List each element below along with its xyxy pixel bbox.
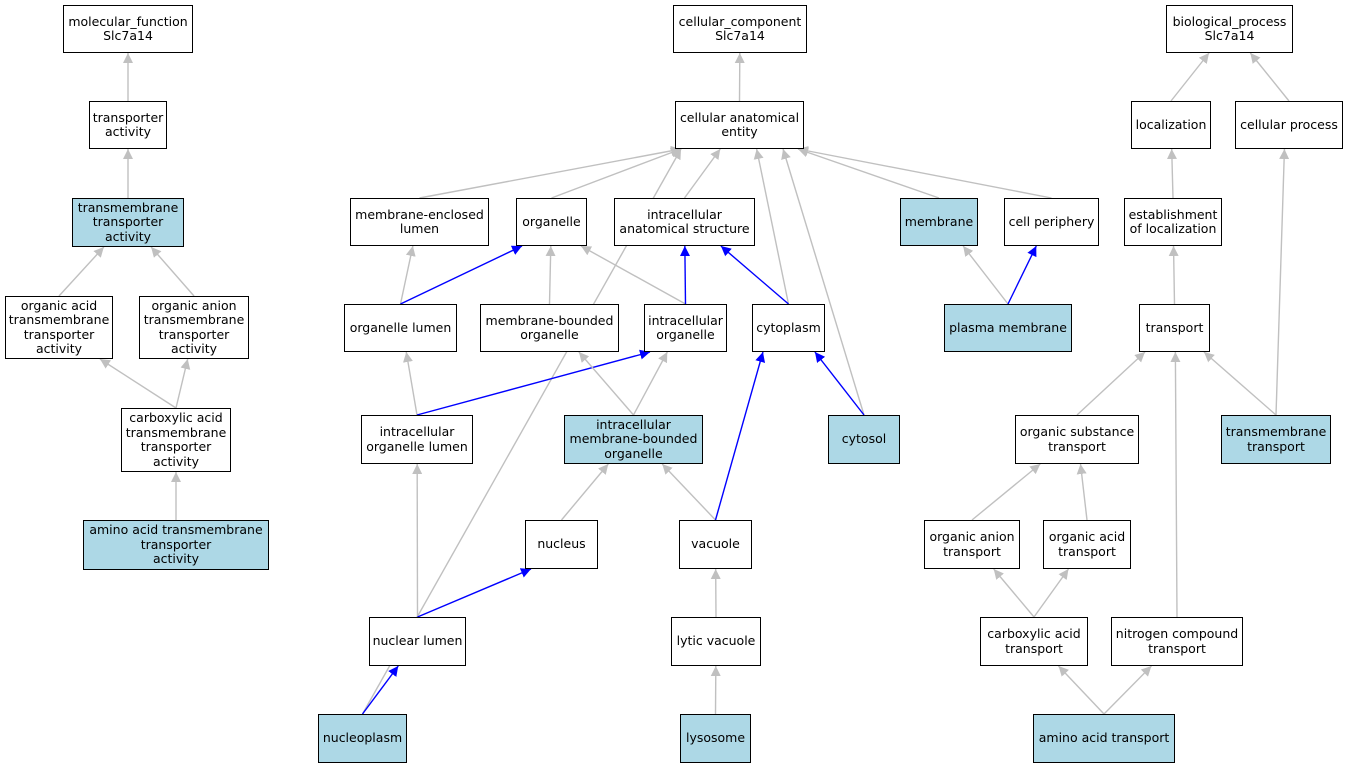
edge-organelle_lumen-to-membrane_enclosed_lumen (399, 245, 416, 305)
edge-organic_acid_transport-to-organic_substance_transport (1076, 463, 1088, 521)
node-localization[interactable]: localization (1131, 101, 1211, 149)
edge-intracellular_mb_organelle-to-membrane_bounded_organelle (578, 351, 635, 416)
node-intracellular-organelle-lumen[interactable]: intracellular organelle lumen (361, 415, 473, 464)
node-lysosome[interactable]: lysosome (680, 714, 751, 763)
node-organic-substance-transport[interactable]: organic substance transport (1015, 415, 1139, 464)
node-lytic-vacuole[interactable]: lytic vacuole (671, 617, 761, 666)
edge-organelle-to-cellular_anatomical_entity (551, 147, 682, 199)
node-organelle-lumen[interactable]: organelle lumen (344, 304, 457, 352)
edge-cellular_process-to-bp_root (1249, 52, 1290, 102)
edge-cytosol-to-cellular_anatomical_entity (781, 148, 865, 416)
edge-cytosol-to-cytoplasm (814, 351, 865, 416)
edge-carboxylic_acid_transport-to-organic_acid_transport (1033, 568, 1070, 618)
edge-intracellular_organelle_lumen-to-organelle_lumen (403, 351, 418, 416)
node-organic-anion-transmembrane-transporter-activity[interactable]: organic anion transmembrane transporter … (139, 296, 249, 359)
node-cytoplasm[interactable]: cytoplasm (752, 304, 825, 352)
node-organelle[interactable]: organelle (516, 198, 587, 246)
edge-plasma_membrane-to-membrane (962, 245, 1009, 305)
edge-cytoplasm-to-cellular_anatomical_entity (753, 148, 790, 305)
edge-nitrogen_compound_transport-to-transport (1170, 351, 1181, 618)
edge-transmembrane_transport-to-cellular_process (1275, 148, 1290, 416)
edge-amino_acid_transport-to-nitrogen_compound_transport (1103, 665, 1152, 715)
node-intracellular-organelle[interactable]: intracellular organelle (644, 304, 727, 352)
node-nitrogen-compound-transport[interactable]: nitrogen compound transport (1111, 617, 1243, 666)
node-membrane[interactable]: membrane (900, 198, 978, 246)
node-carboxylic-acid-transmembrane-transporter-activity[interactable]: carboxylic acid transmembrane transporte… (121, 408, 231, 472)
node-cytosol[interactable]: cytosol (828, 415, 900, 464)
node-membrane-enclosed-lumen[interactable]: membrane-enclosed lumen (350, 198, 489, 246)
node-plasma-membrane[interactable]: plasma membrane (944, 304, 1072, 352)
node-carboxylic-acid-transport[interactable]: carboxylic acid transport (980, 617, 1088, 666)
node-establishment-of-localization[interactable]: establishment of localization (1124, 198, 1222, 246)
edge-transport-to-establishment_of_localization (1168, 245, 1179, 305)
node-cellular-process[interactable]: cellular process (1235, 101, 1343, 149)
edge-cytoplasm-to-intracellular_anatomical_structure (720, 245, 789, 305)
node-transmembrane-transport[interactable]: transmembrane transport (1221, 415, 1331, 464)
node-transport[interactable]: transport (1139, 304, 1210, 352)
node-cellular-component-root[interactable]: cellular_component Slc7a14 (673, 5, 807, 53)
edge-carboxylic_acid_transport-to-organic_anion_transport (993, 568, 1035, 618)
node-amino-acid-transport[interactable]: amino acid transport (1033, 714, 1175, 763)
node-cell-periphery[interactable]: cell periphery (1004, 198, 1099, 246)
node-organic-anion-transport[interactable]: organic anion transport (924, 520, 1020, 569)
edge-organic_anion_tm-to-tm_transporter_activity (150, 246, 195, 297)
node-organic-acid-transport[interactable]: organic acid transport (1043, 520, 1131, 569)
edge-organic_substance_transport-to-transport (1076, 351, 1146, 416)
edge-intracellular_anatomical_structure-to-cellular_anatomical_entity (683, 148, 721, 199)
edge-membrane_enclosed_lumen-to-cellular_anatomical_entity (419, 145, 682, 199)
node-nuclear-lumen[interactable]: nuclear lumen (369, 617, 466, 666)
node-biological-process-root[interactable]: biological_process Slc7a14 (1166, 5, 1293, 53)
edge-establishment_of_localization-to-localization (1166, 148, 1177, 199)
node-molecular-function-root[interactable]: molecular_function Slc7a14 (63, 5, 193, 53)
node-vacuole[interactable]: vacuole (679, 520, 752, 569)
edge-intracellular_organelle-to-intracellular_anatomical_structure (679, 245, 690, 305)
edge-membrane_bounded_organelle-to-organelle (545, 245, 556, 305)
edge-carboxylic_acid_tm-to-organic_anion_tm (175, 358, 191, 409)
node-transmembrane-transporter-activity[interactable]: transmembrane transporter activity (72, 198, 184, 247)
edge-vacuole-to-cytoplasm (714, 351, 766, 521)
edge-organic_acid_tm-to-tm_transporter_activity (58, 246, 105, 297)
node-amino-acid-transmembrane-transporter-activity[interactable]: amino acid transmembrane transporter act… (83, 520, 269, 570)
node-nucleoplasm[interactable]: nucleoplasm (318, 714, 407, 763)
node-intracellular-membrane-bounded-organelle[interactable]: intracellular membrane-bounded organelle (564, 415, 703, 464)
edge-nucleoplasm-to-nuclear_lumen (361, 665, 399, 715)
edge-membrane-to-cellular_anatomical_entity (797, 147, 940, 199)
edge-transmembrane_transport-to-transport (1203, 351, 1277, 416)
edge-nuclear_lumen-to-nucleus (417, 568, 532, 618)
edge-intracellular_organelle_lumen-to-intracellular_organelle (416, 349, 651, 416)
edge-intracellular_mb_organelle-to-intracellular_organelle (632, 351, 668, 416)
node-intracellular-anatomical-structure[interactable]: intracellular anatomical structure (614, 198, 755, 246)
node-nucleus[interactable]: nucleus (525, 520, 598, 569)
edge-organic_anion_transport-to-organic_substance_transport (971, 463, 1041, 521)
edge-vacuole-to-intracellular_mb_organelle (661, 463, 717, 521)
node-cellular-anatomical-entity[interactable]: cellular anatomical entity (675, 101, 804, 149)
edge-cell_periphery-to-cellular_anatomical_entity (797, 145, 1052, 199)
node-membrane-bounded-organelle[interactable]: membrane-bounded organelle (480, 304, 619, 352)
edge-intracellular_organelle-to-organelle (580, 245, 686, 305)
edge-organelle_lumen-to-organelle (400, 245, 523, 305)
node-organic-acid-transmembrane-transporter-activity[interactable]: organic acid transmembrane transporter a… (5, 296, 113, 359)
edge-plasma_membrane-to-cell_periphery (1007, 245, 1037, 305)
node-transporter-activity[interactable]: transporter activity (89, 101, 167, 149)
edge-amino_acid_transport-to-carboxylic_acid_transport (1057, 665, 1105, 715)
edge-carboxylic_acid_tm-to-organic_acid_tm (99, 358, 177, 409)
edge-localization-to-bp_root (1170, 52, 1210, 102)
edge-nucleus-to-intracellular_mb_organelle (560, 463, 609, 521)
